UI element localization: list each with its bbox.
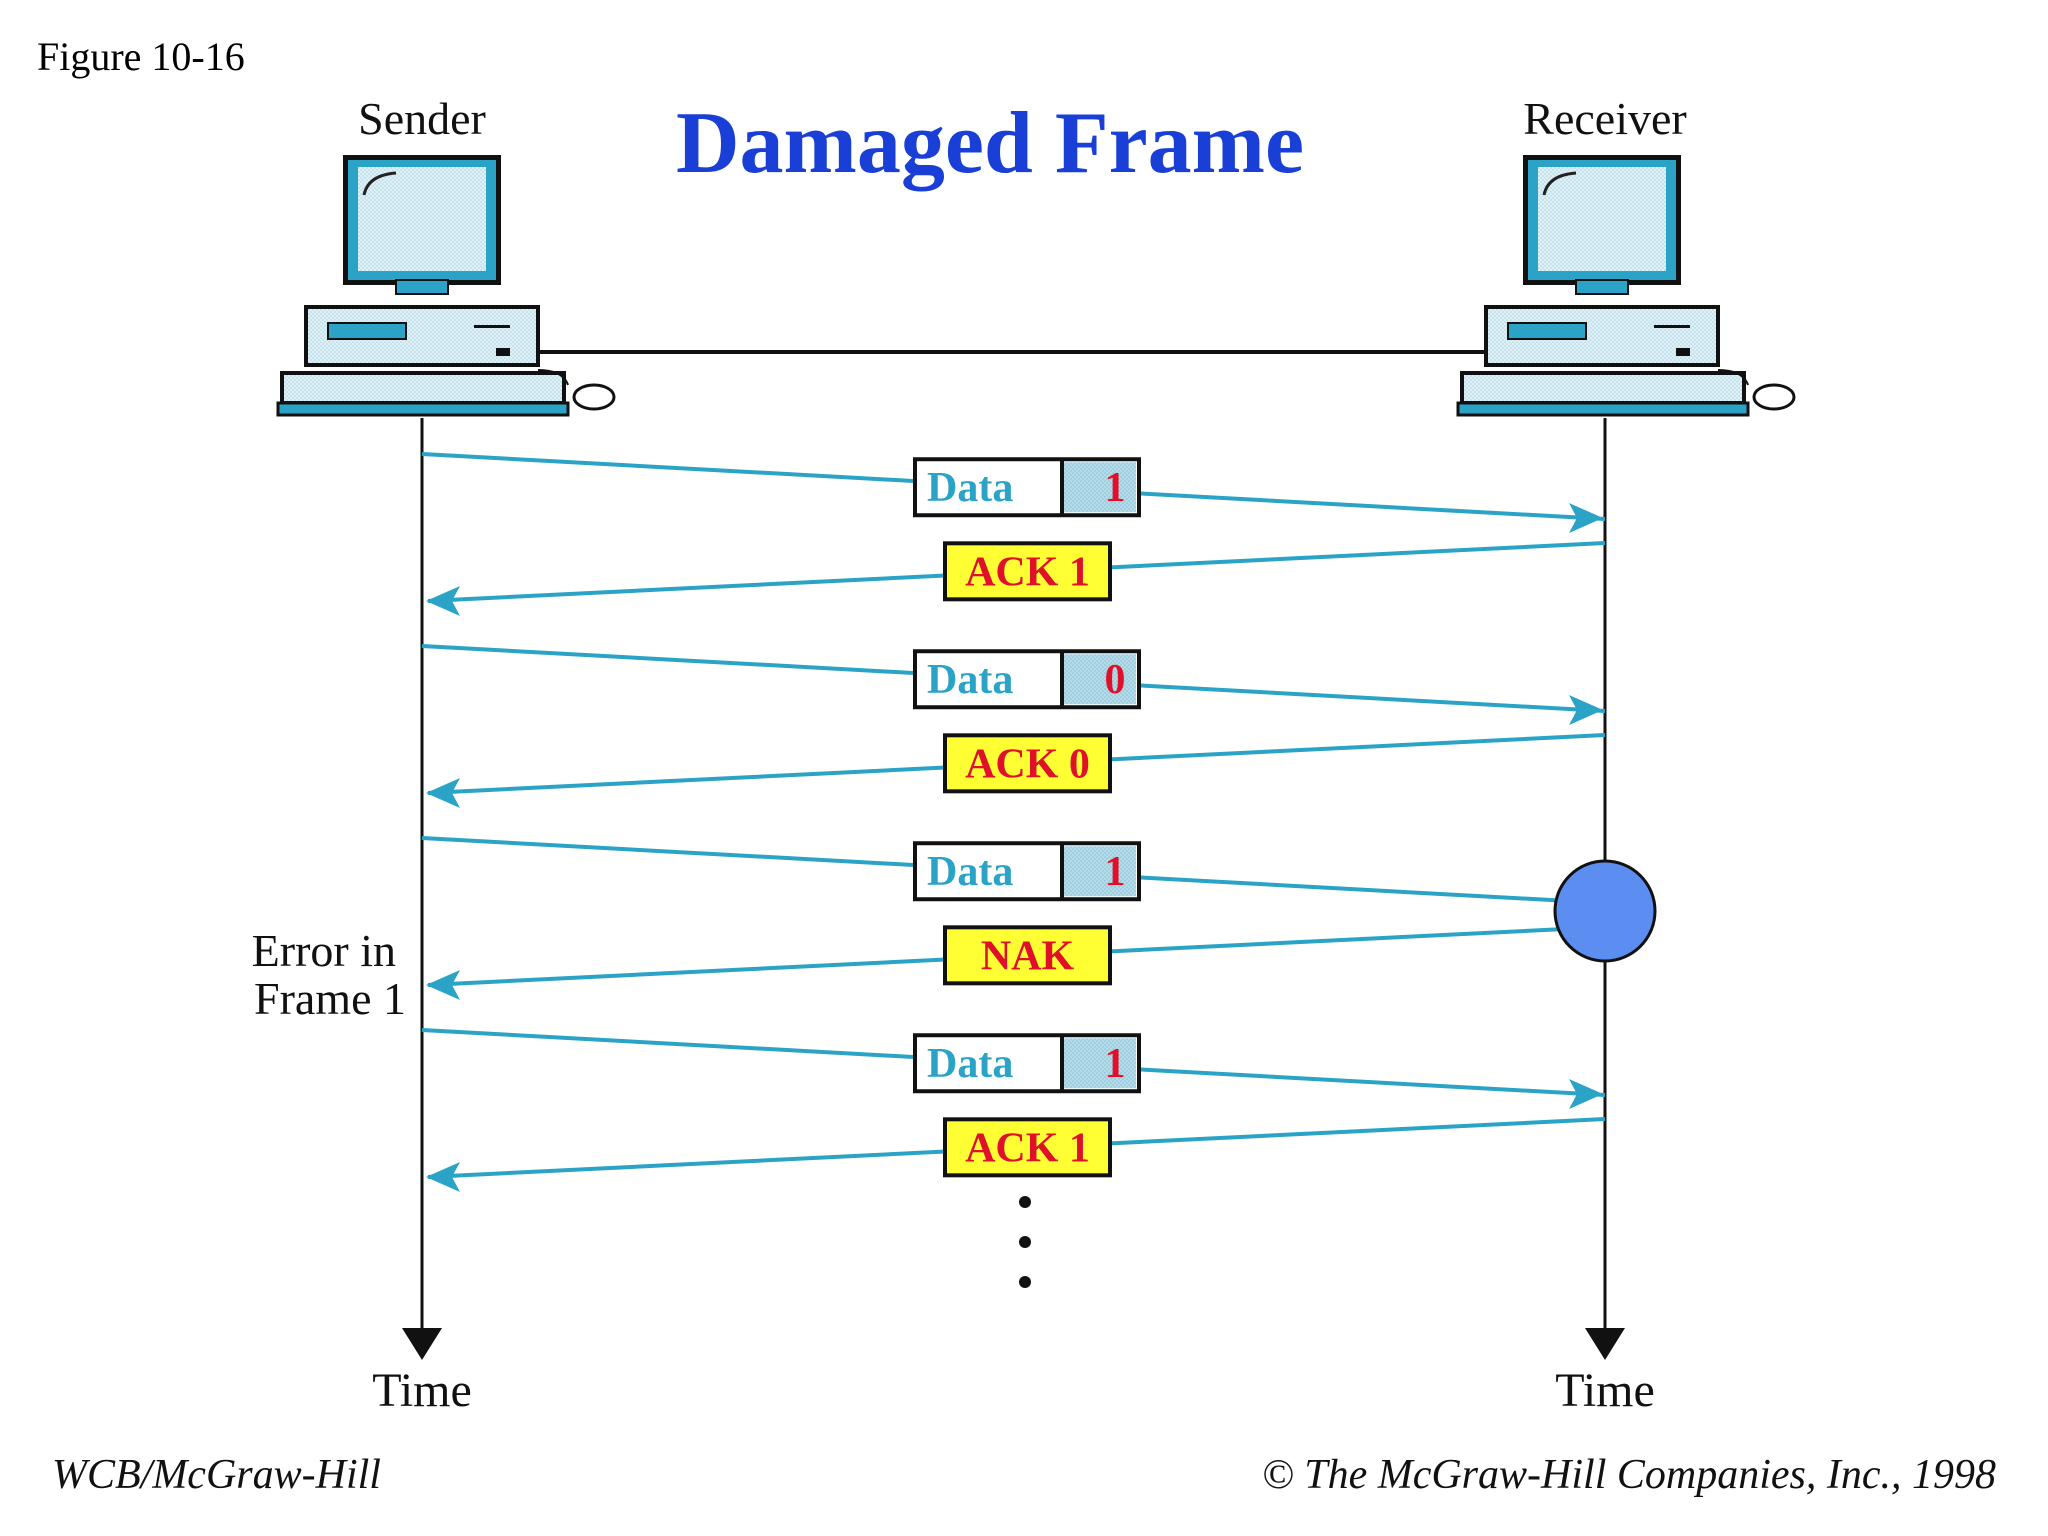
continuation-dot [1019,1196,1031,1208]
sender-time-arrowhead [402,1328,442,1360]
reply-frame-label: ACK 1 [965,1125,1090,1171]
damaged-frame-marker [1553,859,1657,963]
data-frame-label: Data [927,1041,1013,1087]
receiver-label: Receiver [1523,93,1686,144]
receiver-computer-icon [1456,155,1796,417]
reply-arrowhead [426,970,460,1000]
figure-label: Figure 10-16 [37,34,245,79]
sequence-cell [1062,462,1136,513]
data-arrowhead [1569,503,1603,533]
continuation-dot [1019,1236,1031,1248]
reply-arrowhead [426,586,460,616]
sequence-number: 0 [1105,657,1126,703]
sender-label: Sender [358,93,486,144]
receiver-time-label: Time [1555,1364,1655,1417]
data-arrowhead [1569,695,1603,725]
sequence-number: 1 [1105,465,1126,511]
data-arrowhead [1569,1079,1603,1109]
data-frame-label: Data [927,849,1013,895]
continuation-dot [1019,1276,1031,1288]
sender-time-label: Time [372,1364,472,1417]
reply-frame-label: NAK [981,933,1075,979]
error-note-line-2: Frame 1 [254,973,406,1024]
reply-arrowhead [426,778,460,808]
footer-copyright: © The McGraw-Hill Companies, Inc., 1998 [1262,1452,1996,1498]
sequence-cell [1062,1038,1136,1089]
nak-frame-box [943,925,1112,986]
receiver-time-arrowhead [1585,1328,1625,1360]
ack-frame-box [943,1117,1112,1178]
data-frame-label: Data [927,465,1013,511]
ack-frame-box [943,541,1112,602]
sequence-number: 1 [1105,1041,1126,1087]
sender-computer-icon [276,155,616,417]
error-note-line-1: Error in [252,925,396,976]
ack-frame-box [943,733,1112,794]
footer-publisher: WCB/McGraw-Hill [52,1452,381,1498]
reply-arrowhead [426,1162,460,1192]
sequence-cell [1062,654,1136,705]
sequence-number: 1 [1105,849,1126,895]
diagram-title: Damaged Frame [676,95,1304,192]
data-frame-label: Data [927,657,1013,703]
reply-frame-label: ACK 0 [965,741,1090,787]
sequence-cell [1062,846,1136,897]
reply-frame-label: ACK 1 [965,549,1090,595]
